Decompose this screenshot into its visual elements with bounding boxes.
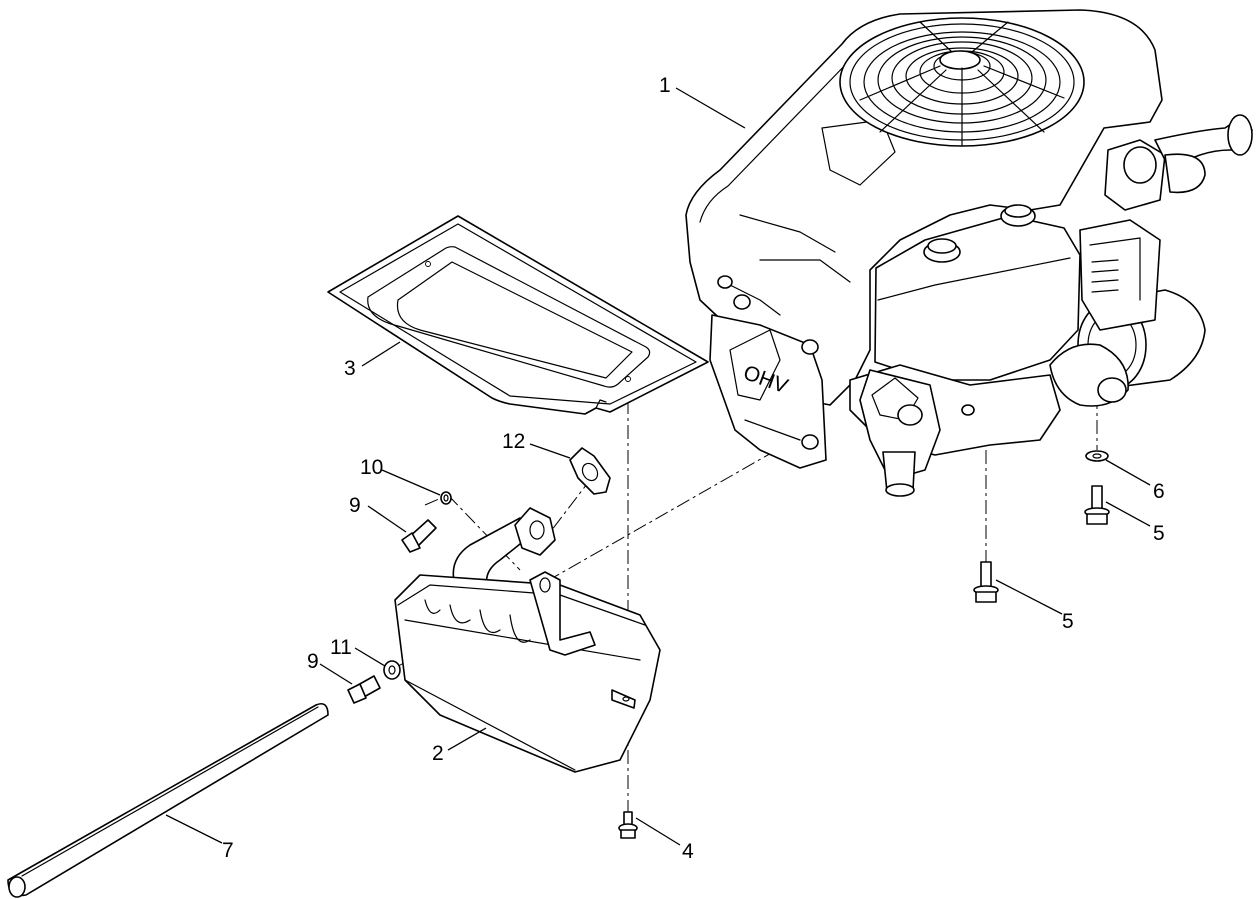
callout-1: 1 — [659, 74, 671, 97]
washer-11 — [383, 660, 401, 680]
flange-bolt-4 — [618, 811, 638, 839]
callout-2: 2 — [432, 742, 444, 765]
callout-4: 4 — [682, 840, 694, 863]
bolt-5-right — [1084, 485, 1110, 525]
tail-pipe — [7, 702, 329, 898]
muffler — [394, 507, 661, 773]
callout-5-center: 5 — [1062, 610, 1074, 633]
callout-12: 12 — [502, 430, 525, 453]
engine-assembly: OHV — [685, 9, 1253, 497]
callout-7: 7 — [222, 839, 234, 862]
callout-leaders — [165, 87, 1151, 846]
bolt-5-center — [973, 561, 999, 603]
callout-labels: 1 2 3 4 5 5 6 7 9 9 10 11 12 — [222, 74, 1165, 863]
bolt-9-upper — [401, 519, 437, 553]
callout-5-right: 5 — [1153, 522, 1165, 545]
lock-washer-10 — [440, 491, 452, 505]
callout-9-upper: 9 — [349, 494, 361, 517]
washer-6 — [1085, 450, 1109, 462]
callout-6: 6 — [1153, 480, 1165, 503]
callout-11: 11 — [330, 636, 352, 659]
exhaust-gasket — [569, 447, 611, 495]
bolt-9-lower — [347, 675, 381, 704]
callout-9-lower: 9 — [307, 650, 319, 673]
callout-3: 3 — [344, 357, 356, 380]
heat-shield-plate — [327, 215, 709, 415]
callout-10: 10 — [360, 456, 383, 479]
